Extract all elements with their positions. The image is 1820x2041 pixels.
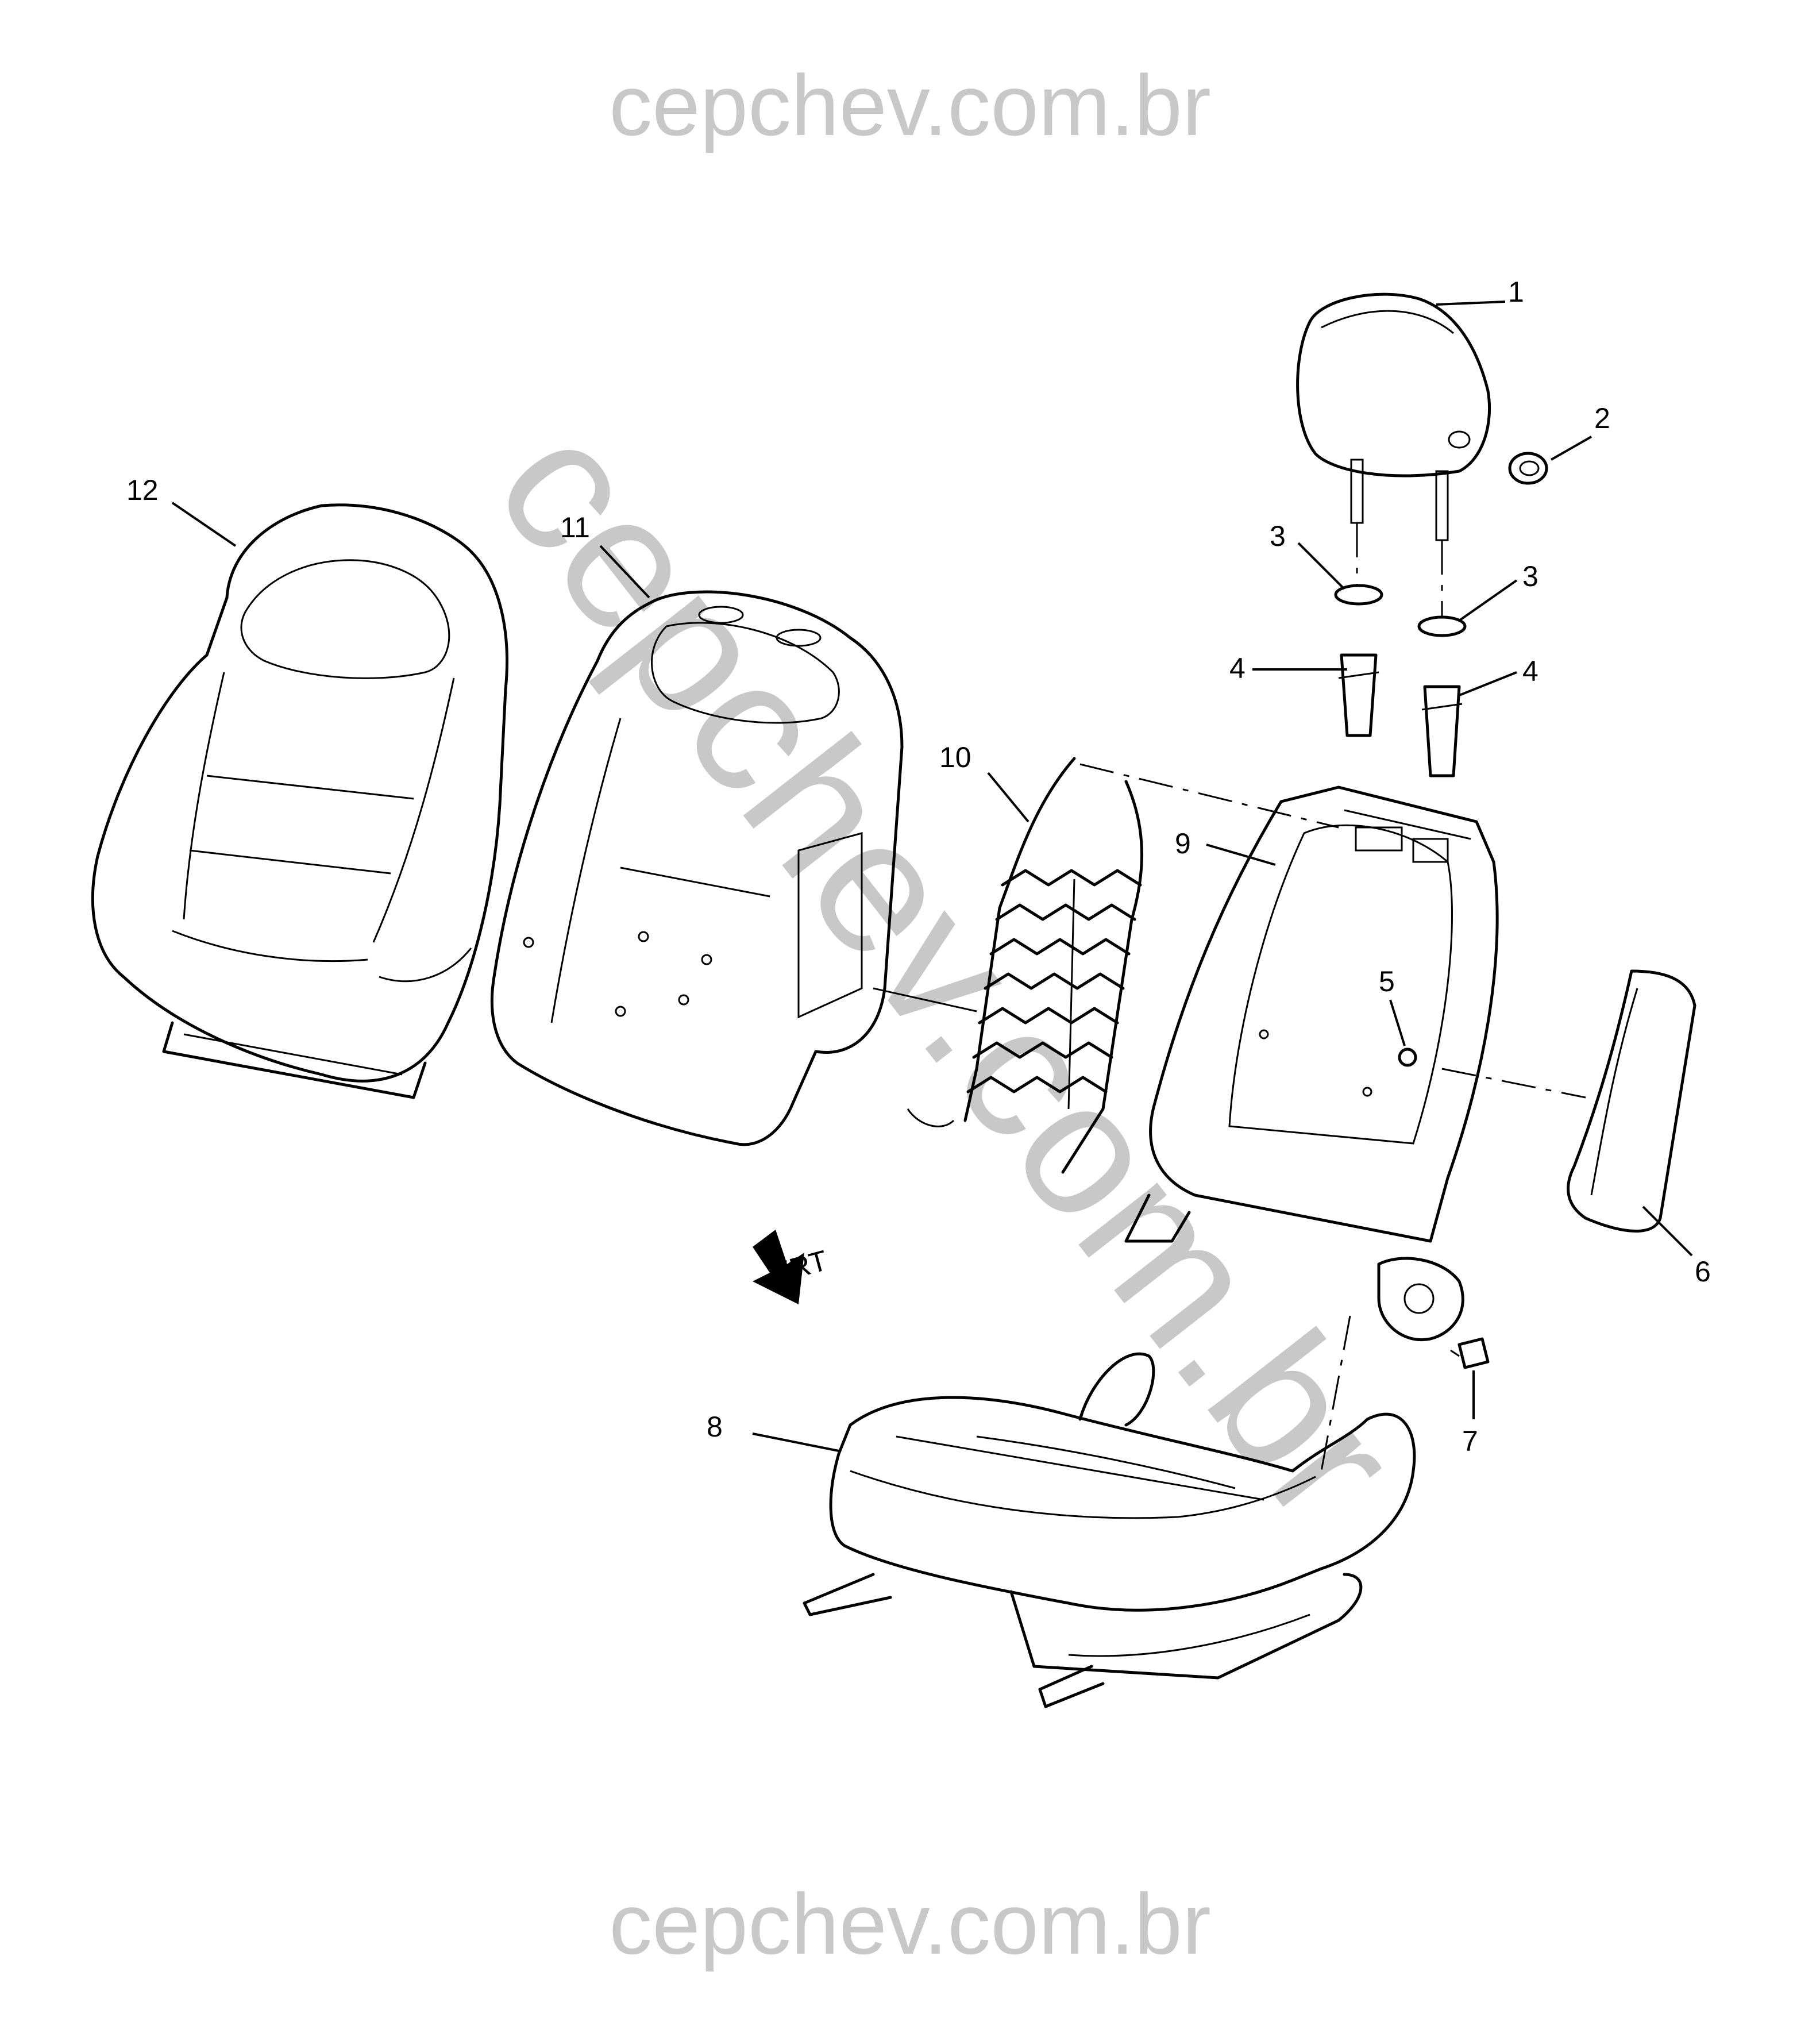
watermark-diagonal: cepchev.com.br bbox=[456, 384, 1440, 1559]
part-6-side-panel bbox=[1567, 969, 1696, 1233]
leader-4b bbox=[1459, 671, 1517, 696]
leader-11 bbox=[599, 545, 650, 599]
part-5-fastener bbox=[1398, 1048, 1417, 1067]
leader-12 bbox=[171, 502, 237, 547]
callout-4b: 4 bbox=[1522, 655, 1538, 687]
part-4-guide-left bbox=[1338, 653, 1379, 737]
watermark-top: cepchev.com.br bbox=[609, 57, 1211, 153]
part-4-guide-right bbox=[1421, 685, 1463, 777]
leader-8 bbox=[752, 1432, 839, 1452]
direction-arrow-icon bbox=[753, 1230, 804, 1304]
direction-marker: FRT bbox=[753, 1230, 831, 1304]
leader-9 bbox=[1206, 844, 1276, 866]
alignment-line-headrest bbox=[1356, 523, 1443, 618]
callout-11: 11 bbox=[560, 511, 590, 544]
part-7-bolt bbox=[1450, 1337, 1490, 1369]
leader-10 bbox=[987, 772, 1029, 823]
callout-3b: 3 bbox=[1522, 560, 1538, 592]
part-11-seatback-pad bbox=[490, 590, 904, 1146]
part-9-seatback-frame bbox=[1124, 785, 1499, 1341]
alignment-line-panel bbox=[1441, 1068, 1586, 1099]
callout-4a: 4 bbox=[1229, 652, 1246, 684]
callout-5: 5 bbox=[1379, 965, 1395, 998]
part-12-seatback-cover bbox=[91, 503, 508, 1099]
part-3-bezel-right bbox=[1417, 615, 1467, 637]
callout-6: 6 bbox=[1695, 1256, 1711, 1288]
part-2-guide-cap bbox=[1508, 452, 1548, 485]
callout-2: 2 bbox=[1594, 402, 1610, 434]
leader-1 bbox=[1436, 301, 1506, 306]
part-1-head-restraint bbox=[1296, 292, 1491, 541]
callout-1: 1 bbox=[1508, 276, 1524, 308]
leader-5 bbox=[1389, 999, 1406, 1046]
callout-3a: 3 bbox=[1270, 520, 1286, 552]
callout-10: 10 bbox=[939, 741, 971, 773]
part-10-suspension-mat bbox=[873, 757, 1143, 1174]
callout-9: 9 bbox=[1175, 827, 1191, 860]
callout-8: 8 bbox=[707, 1411, 723, 1443]
part-8-seat-cushion bbox=[803, 1352, 1416, 1708]
part-3-bezel-left bbox=[1334, 584, 1383, 606]
leader-3a bbox=[1297, 542, 1345, 590]
leader-3b bbox=[1458, 579, 1518, 622]
callout-12: 12 bbox=[126, 474, 159, 506]
alignment-line-mat-frame bbox=[1079, 763, 1339, 829]
leader-2 bbox=[1551, 436, 1592, 461]
callout-7: 7 bbox=[1462, 1425, 1478, 1457]
leader-6 bbox=[1642, 1206, 1693, 1257]
alignment-line-cushion bbox=[1320, 1315, 1351, 1472]
watermark-bottom: cepchev.com.br bbox=[609, 1876, 1211, 1972]
